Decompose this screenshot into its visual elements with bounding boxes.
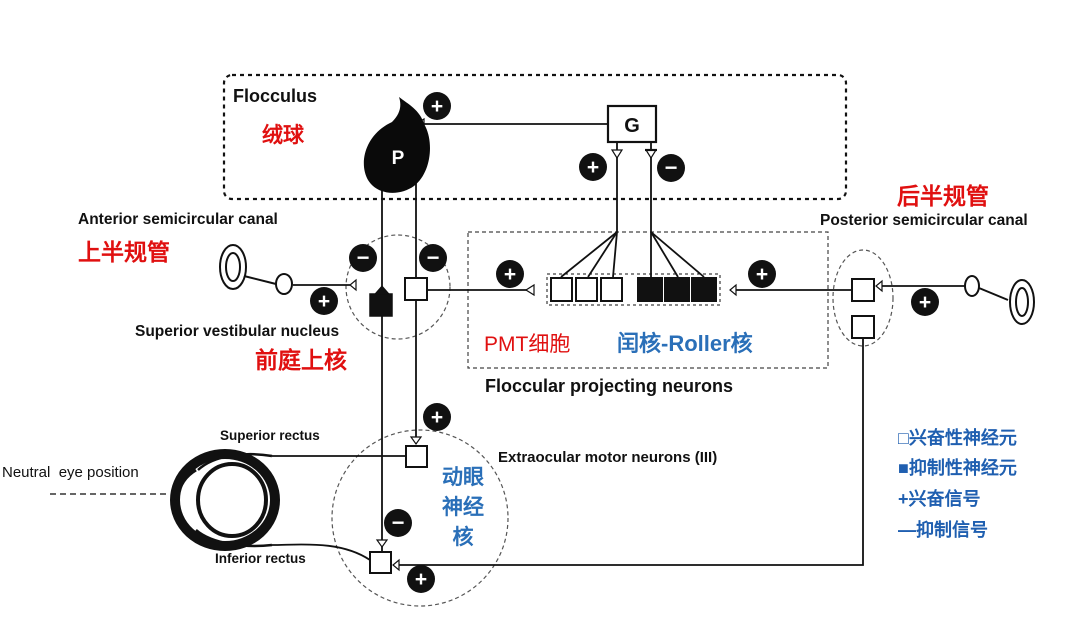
- inferior-rectus-motor-neuron: [369, 551, 392, 574]
- synapse-markers: [349, 117, 883, 572]
- svg-text:+: +: [587, 156, 599, 179]
- flocculus-region: [222, 73, 848, 201]
- granule-cell-box: [606, 104, 658, 144]
- sign-markers: + + − − − + + + + + − +: [310, 92, 939, 593]
- svg-text:+: +: [919, 291, 931, 314]
- minus-sign-marker: −: [657, 154, 685, 182]
- svg-text:−: −: [357, 245, 370, 270]
- svg-text:+: +: [318, 290, 330, 313]
- roller-neuron: [637, 277, 663, 302]
- oculomotor-cn-line-2: 神经: [442, 495, 484, 519]
- svg-text:+: +: [431, 95, 443, 118]
- roller-neuron: [691, 277, 717, 302]
- plus-sign-marker: +: [423, 92, 451, 120]
- svg-text:+: +: [504, 263, 516, 286]
- eye-icon: [170, 449, 280, 551]
- anterior-canal-label: Anterior semicircular canal: [78, 211, 278, 228]
- svg-text:−: −: [665, 155, 678, 180]
- plus-sign-marker: +: [423, 403, 451, 431]
- plus-sign-marker: +: [407, 565, 435, 593]
- flocculus-label: Flocculus: [233, 86, 317, 106]
- plus-sign-marker: +: [310, 287, 338, 315]
- superior-rectus-motor-neuron: [405, 445, 428, 468]
- inferior-rectus-label: Inferior rectus: [215, 551, 306, 566]
- svn-cn-label: 前庭上核: [255, 347, 347, 373]
- legend-inhibitory-neuron: ■抑制性神经元: [898, 457, 1017, 478]
- posterior-canal-label: Posterior semicircular canal: [820, 212, 1028, 229]
- granule-cell-label: G: [624, 115, 640, 137]
- plus-sign-marker: +: [496, 260, 524, 288]
- posterior-excitatory-neuron-1: [851, 278, 875, 302]
- svg-text:+: +: [415, 568, 427, 591]
- purkinje-cell: [363, 97, 430, 193]
- minus-sign-marker: −: [419, 244, 447, 272]
- floccular-projecting-label: Floccular projecting neurons: [485, 376, 733, 396]
- oculomotor-nucleus-circle: [331, 429, 509, 607]
- posterior-canal-icon: [964, 275, 1035, 325]
- plus-sign-marker: +: [748, 260, 776, 288]
- pmt-cells-label: PMT细胞: [484, 333, 570, 356]
- oculomotor-cn-line-1: 动眼: [442, 466, 484, 489]
- extraocular-motor-label: Extraocular motor neurons (III): [498, 449, 717, 466]
- minus-sign-marker: −: [349, 244, 377, 272]
- roller-neuron: [664, 277, 690, 302]
- pmt-cell-neurons: [550, 277, 623, 302]
- plus-sign-marker: +: [911, 288, 939, 316]
- pmt-neuron: [600, 277, 623, 302]
- legend-excitatory-signal: +兴奋信号: [898, 488, 981, 509]
- svg-text:−: −: [427, 245, 440, 270]
- legend-excitatory-neuron: □兴奋性神经元: [898, 427, 1017, 448]
- superior-rectus-label: Superior rectus: [220, 428, 320, 443]
- anterior-canal-icon: [219, 244, 293, 295]
- connection-lines: [271, 123, 965, 566]
- roller-nucleus-neurons: [637, 277, 717, 302]
- pmt-neuron: [550, 277, 573, 302]
- svg-text:−: −: [392, 510, 405, 535]
- anterior-canal-cn-label: 上半规管: [78, 239, 170, 265]
- flocculus-cn-label: 绒球: [262, 123, 305, 147]
- oculomotor-cn-line-3: 核: [453, 525, 474, 549]
- posterior-canal-cn-label: 后半规管: [897, 183, 989, 209]
- svg-text:+: +: [756, 263, 768, 286]
- floccular-projecting-region: [467, 231, 829, 369]
- legend-inhibitory-signal: —抑制信号: [898, 519, 988, 540]
- svn-excitatory-neuron: [404, 277, 428, 301]
- posterior-vestibular-nucleus-circle: [832, 249, 894, 347]
- roller-nucleus-label: 闰核-Roller核: [617, 331, 753, 356]
- svg-text:+: +: [431, 406, 443, 429]
- posterior-excitatory-neuron-2: [851, 315, 875, 339]
- purkinje-cell-label: P: [392, 148, 405, 169]
- minus-sign-marker: −: [384, 509, 412, 537]
- pmt-neuron: [575, 277, 598, 302]
- svn-inhibitory-neuron: [369, 293, 393, 317]
- svn-label: Superior vestibular nucleus: [135, 323, 339, 340]
- neutral-eye-label: Neutral eye position: [2, 464, 139, 481]
- superior-vestibular-nucleus-circle: [345, 234, 451, 340]
- plus-sign-marker: +: [579, 153, 607, 181]
- legend: □兴奋性神经元 ■抑制性神经元 +兴奋信号 —抑制信号: [898, 427, 1017, 540]
